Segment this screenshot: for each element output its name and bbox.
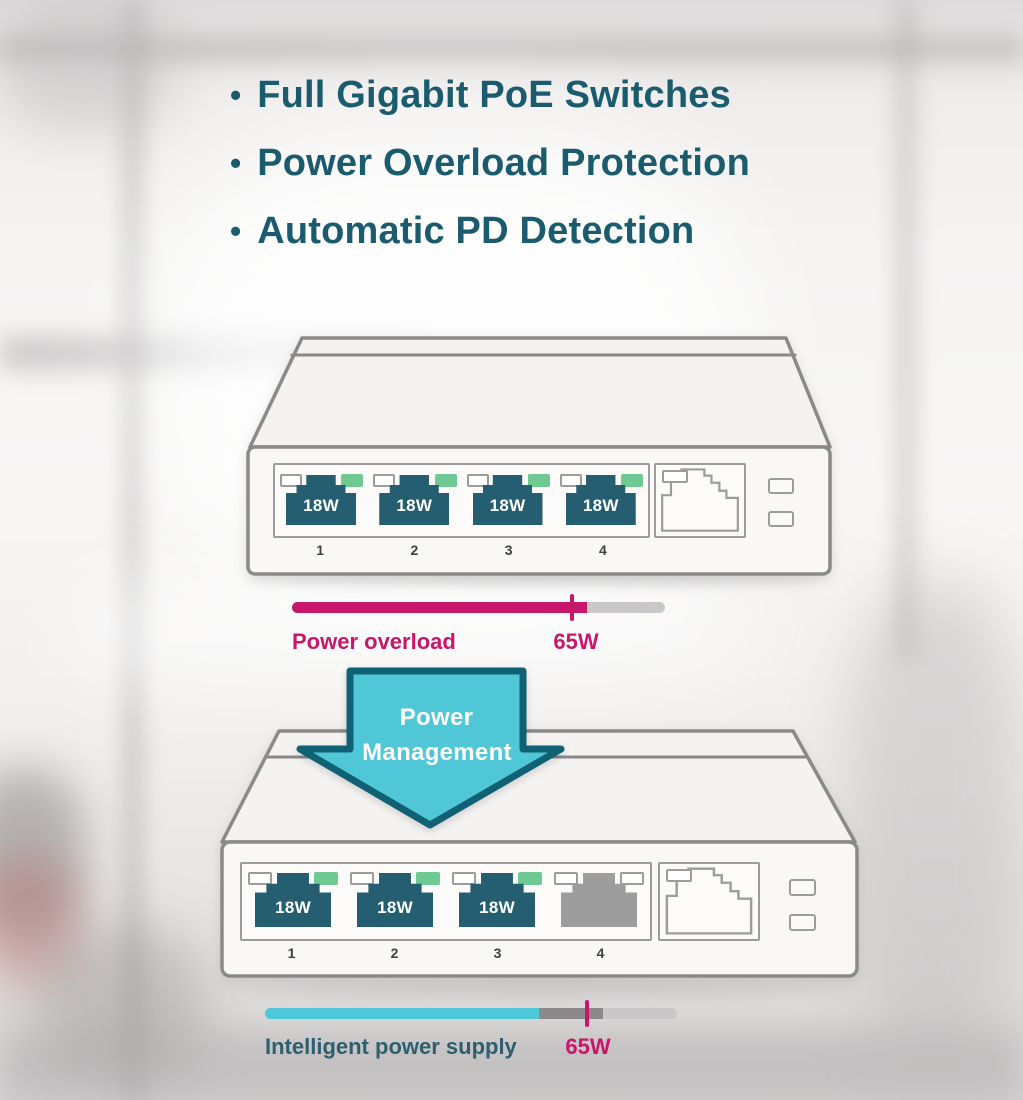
- poe-led-icon: [527, 474, 550, 487]
- background-window-mullion-right: [894, 0, 918, 660]
- power-limit-tick: [585, 1000, 589, 1027]
- uplink-led-icon: [662, 470, 688, 483]
- background-window-mullion: [120, 0, 146, 1100]
- link-led-icon: [248, 872, 272, 885]
- poe-port-slot: 18W: [344, 864, 446, 939]
- port-wattage-label: 18W: [489, 496, 526, 515]
- background-right-shade: [845, 580, 1023, 1060]
- status-led-icon: [789, 914, 816, 931]
- port-number: 4: [596, 945, 605, 961]
- top-switch-uplink-port: [654, 463, 746, 538]
- supply-bar-used-segment: [539, 1008, 603, 1019]
- feature-item: • Full Gigabit PoE Switches: [230, 61, 750, 129]
- port-wattage-label: 18W: [275, 898, 311, 917]
- port-number: 3: [493, 945, 502, 961]
- poe-port-slot: 18W: [462, 465, 555, 536]
- port-wattage-label: 18W: [479, 898, 515, 917]
- power-limit-tick: [570, 594, 574, 621]
- background-corner-shade: [0, 0, 170, 130]
- port-wattage-label: 18W: [582, 496, 619, 515]
- poe-led-icon: [314, 872, 338, 885]
- feature-label: Full Gigabit PoE Switches: [257, 73, 731, 116]
- background-blur-shape-red: [0, 856, 80, 986]
- port-number: 3: [504, 542, 513, 558]
- port-number: 2: [410, 542, 419, 558]
- port-number: 4: [598, 542, 607, 558]
- feature-label: Automatic PD Detection: [257, 209, 695, 252]
- top-switch-chassis: [246, 336, 832, 576]
- port-number: 2: [390, 945, 399, 961]
- supply-bar-fill: [265, 1008, 539, 1019]
- status-led-icon: [768, 478, 794, 494]
- top-switch-poe-port-panel: 18W 18W 18W 18W: [273, 463, 650, 538]
- status-led-icon: [768, 511, 794, 527]
- poe-port-slot: 18W: [275, 465, 368, 536]
- feature-item: • Automatic PD Detection: [230, 197, 750, 265]
- overload-bar-fill: [292, 602, 587, 613]
- poe-led-icon: [341, 474, 364, 487]
- top-switch-port-numbers: 1 2 3 4: [273, 542, 650, 558]
- background-window-bar: [0, 36, 1023, 62]
- feature-list: • Full Gigabit PoE Switches • Power Over…: [230, 61, 750, 265]
- link-led-icon: [280, 474, 302, 487]
- overload-limit-label: 65W: [553, 629, 599, 654]
- link-led-icon: [350, 872, 374, 885]
- feature-item: • Power Overload Protection: [230, 129, 750, 197]
- link-led-icon: [559, 474, 582, 487]
- link-led-icon: [466, 474, 489, 487]
- status-led-icon: [789, 879, 816, 896]
- supply-limit-label: 65W: [565, 1034, 611, 1059]
- port-wattage-label: 18W: [377, 898, 413, 917]
- bullet-icon: •: [230, 213, 242, 249]
- background-floor-strip: [0, 1030, 1023, 1100]
- supply-bar-label: Intelligent power supply: [265, 1034, 517, 1059]
- top-switch-lid: [248, 336, 832, 449]
- bullet-icon: •: [230, 145, 242, 181]
- bottom-switch-port-numbers: 1 2 3 4: [240, 945, 652, 961]
- bullet-icon: •: [230, 77, 242, 113]
- poe-led-icon: [518, 872, 542, 885]
- arrow-label-line1: Power: [399, 704, 474, 731]
- port-wattage-label: 18W: [396, 496, 433, 515]
- rj45-jack-icon: [665, 867, 753, 935]
- port-wattage-label: 18W: [303, 496, 339, 515]
- arrow-label-line2: Management: [362, 739, 512, 766]
- uplink-led-icon: [666, 869, 692, 882]
- overload-bar-label: Power overload: [292, 629, 456, 654]
- link-led-icon: [373, 474, 396, 487]
- port-number: 1: [287, 945, 296, 961]
- rj45-plug-icon: 18W: [565, 475, 636, 525]
- bottom-switch-poe-port-panel: 18W 18W 18W: [240, 862, 652, 941]
- bottom-switch-shadow: [230, 982, 850, 995]
- poe-port-slot-standby: [548, 864, 650, 939]
- feature-label: Power Overload Protection: [257, 141, 750, 184]
- port-number: 1: [316, 542, 325, 558]
- poe-led-icon: [621, 474, 643, 487]
- poe-port-slot: 18W: [368, 465, 461, 536]
- poe-port-slot: 18W: [555, 465, 648, 536]
- poe-port-slot: 18W: [242, 864, 344, 939]
- poe-led-icon: [416, 872, 440, 885]
- poe-led-off-icon: [620, 872, 644, 885]
- poe-port-slot: 18W: [446, 864, 548, 939]
- bottom-switch-uplink-port: [658, 862, 760, 941]
- background-blur-shape-dark: [0, 768, 85, 938]
- poe-led-icon: [434, 474, 457, 487]
- link-led-icon: [554, 872, 578, 885]
- link-led-icon: [452, 872, 476, 885]
- arrow-down-icon: [296, 667, 565, 829]
